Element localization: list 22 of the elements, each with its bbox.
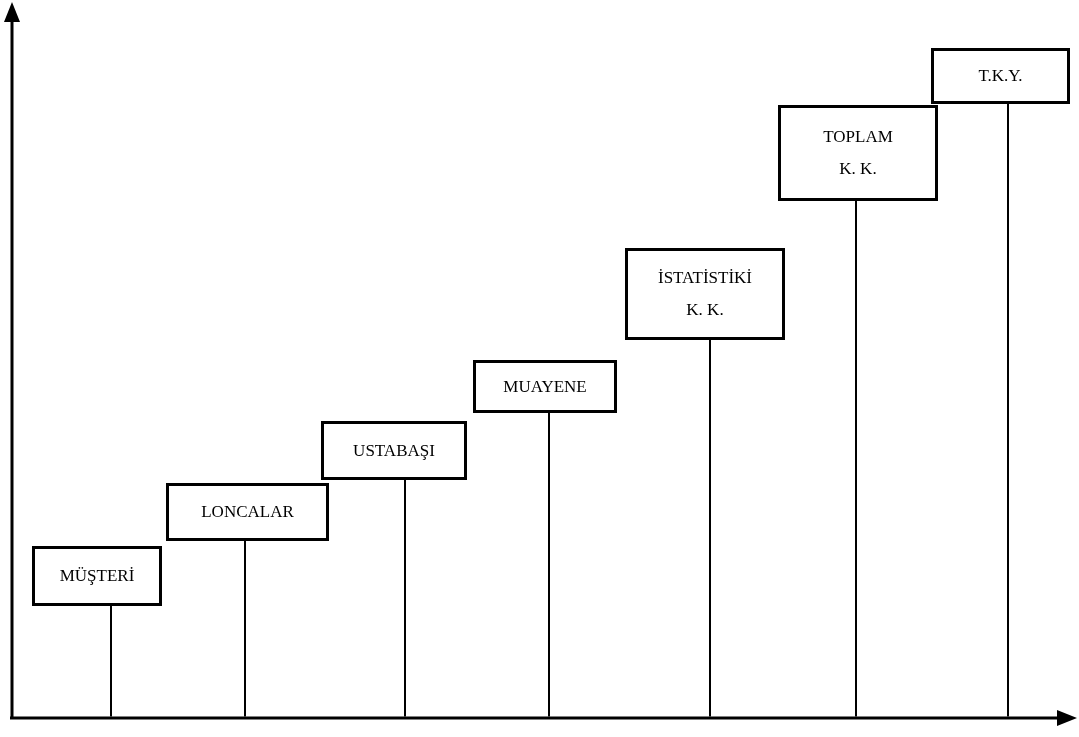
post-line (709, 339, 711, 718)
stage-box (625, 248, 785, 340)
stage-label: MUAYENE (502, 375, 588, 398)
post-line (404, 479, 406, 718)
stage-box (321, 421, 467, 480)
stage-label: LONCALAR (200, 501, 295, 523)
post-line (855, 200, 857, 718)
post-line (548, 412, 550, 718)
x-axis (10, 710, 1077, 726)
post-line (110, 605, 112, 718)
post-line (244, 540, 246, 718)
stage-box (473, 360, 617, 413)
stage-label: MÜŞTERİ (58, 565, 136, 587)
stage-box (166, 483, 329, 541)
stage-label: USTABAŞI (352, 439, 436, 462)
stage-label: TOPLAM K. K. (822, 126, 894, 180)
post-line (1007, 103, 1009, 718)
stage-box (32, 546, 162, 606)
stage-label: T.K.Y. (977, 65, 1024, 87)
stage-label: İSTATİSTİKİ K. K. (657, 267, 753, 321)
stage-box (778, 105, 938, 201)
stage-box (931, 48, 1070, 104)
